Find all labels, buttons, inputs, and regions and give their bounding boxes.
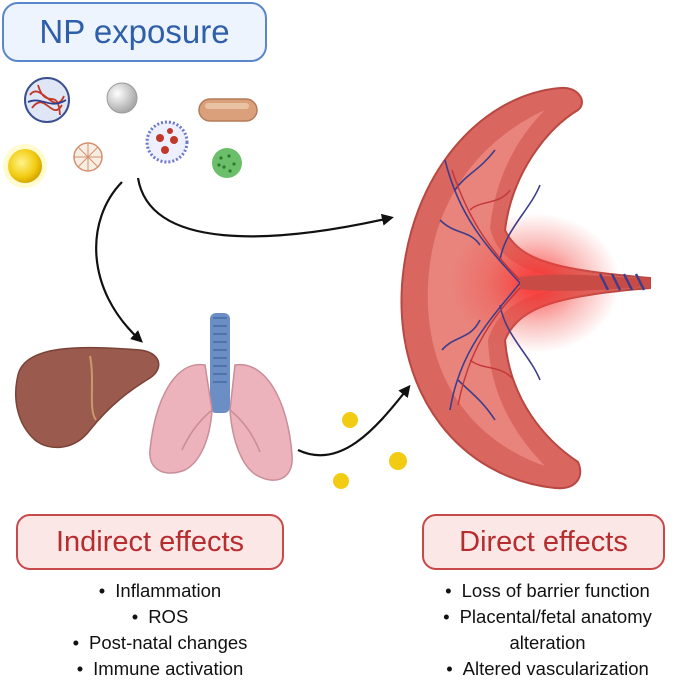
indirect-effects-box: Indirect effects <box>16 514 284 570</box>
nanoparticle-gold-icon <box>3 144 47 188</box>
list-item: Inflammation <box>40 578 280 604</box>
direct-effects-title: Direct effects <box>459 525 628 558</box>
list-item: Post-natal changes <box>40 630 280 656</box>
list-item: ROS <box>40 604 280 630</box>
indirect-effects-title: Indirect effects <box>55 525 245 558</box>
nanoparticle-green-icon <box>212 148 242 178</box>
list-item: Immune activation <box>40 656 280 682</box>
nanoparticle-silver-icon <box>106 82 138 114</box>
direct-effects-box: Direct effects <box>422 514 665 570</box>
direct-effects-list: Loss of barrier function Placental/fetal… <box>405 578 679 682</box>
nanoparticle-liposome-icon <box>145 120 189 164</box>
nanoparticle-rod-icon <box>198 98 258 122</box>
placenta-icon <box>400 86 651 490</box>
list-item: alteration <box>509 632 586 653</box>
lungs-icon <box>149 313 293 481</box>
released-particles-icon <box>333 412 407 489</box>
arrow-to-placenta-direct <box>136 177 394 238</box>
np-exposure-box: NP exposure <box>2 2 267 62</box>
nanoparticle-dendrimer-icon <box>73 142 103 172</box>
list-item: Placental/fetal anatomy <box>405 604 679 630</box>
indirect-effects-list: Inflammation ROS Post-natal changes Immu… <box>40 578 280 682</box>
list-item: Loss of barrier function <box>405 578 679 604</box>
arrow-to-placenta-indirect <box>297 384 411 457</box>
liver-icon <box>15 346 160 449</box>
arrow-to-lungs <box>95 181 143 343</box>
np-exposure-title: NP exposure <box>39 13 230 50</box>
list-item: Altered vascularization <box>405 656 679 682</box>
nanoparticle-polymer-icon <box>24 77 70 123</box>
